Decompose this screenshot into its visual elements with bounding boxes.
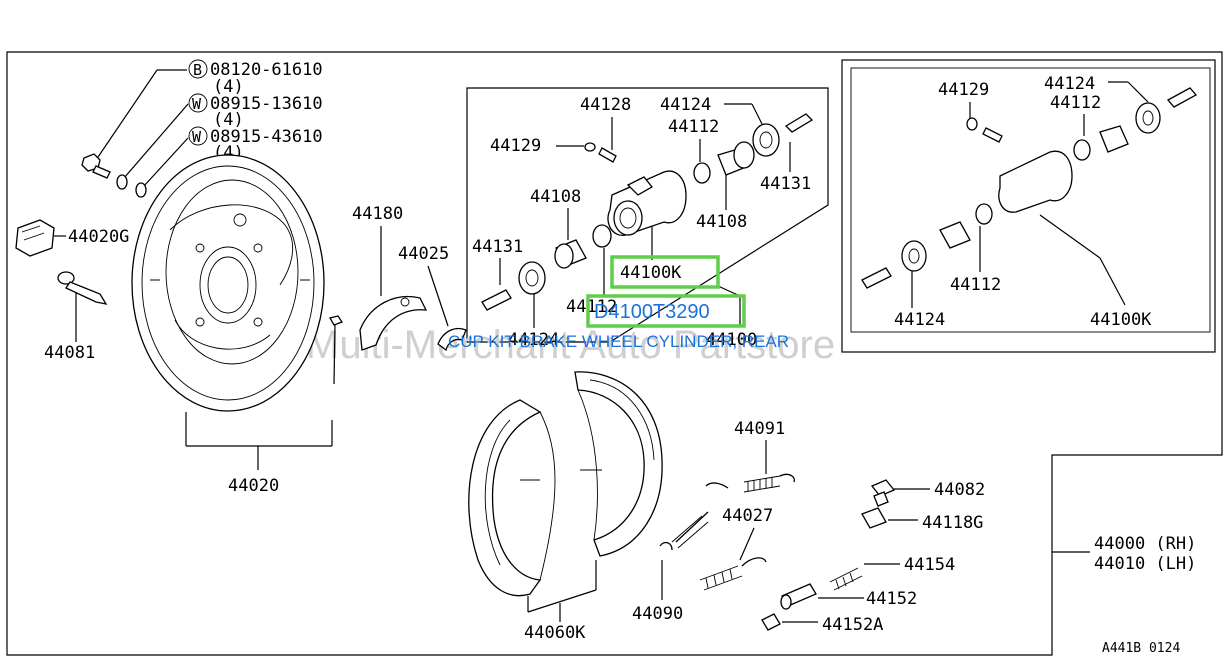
label-d1-44131a: 44131: [760, 174, 811, 194]
label-44000-rh: 44000 (RH): [1094, 534, 1196, 554]
callout-44100k[interactable]: 44100K: [610, 255, 720, 289]
label-d2-44124b: 44124: [894, 310, 945, 330]
part-44152a: 44152A: [761, 613, 883, 635]
watermark: Multi-Merchant Auto Partstore: [306, 323, 835, 367]
label-d1-44124b: 44124: [508, 330, 559, 350]
fastener-symbol-w1-letter: W: [192, 95, 202, 113]
label-44020g: 44020G: [68, 227, 129, 247]
fastener-symbol-w2: [188, 126, 208, 146]
fastener-symbol-w2-letter: W: [192, 128, 202, 146]
fastener-0-number: 08120-61610: [210, 60, 323, 80]
label-44152a: 44152A: [822, 615, 883, 635]
fastener-symbol-w1: [188, 93, 208, 113]
callout-44100k-box: [610, 255, 720, 289]
label-44152: 44152: [866, 589, 917, 609]
fastener-callouts: B 08120-61610 (4) W 08915-13610 (4) W 08…: [81, 59, 323, 198]
label-44060k: 44060K: [524, 623, 586, 643]
label-d1-44108a: 44108: [530, 187, 581, 207]
label-d2-44112b: 44112: [950, 275, 1001, 295]
part-44081: 44081: [44, 271, 108, 363]
highlight-part-number[interactable]: D4100T3290: [586, 294, 746, 328]
fastener-2-number: 08915-43610: [210, 127, 323, 147]
part-44118g: 44118G: [861, 507, 983, 533]
inset-wheel-cylinder-2: 44129 44124 44112 44112 44124 44100K: [861, 74, 1198, 330]
label-44154: 44154: [904, 555, 955, 575]
label-44010-lh: 44010 (LH): [1094, 554, 1196, 574]
label-d2-44124a: 44124: [1044, 74, 1095, 94]
inset-box-right-inner: [850, 67, 1211, 333]
fastener-1-number: 08915-13610: [210, 94, 323, 114]
label-d1-44124: 44124: [660, 95, 711, 115]
label-d2-44129: 44129: [938, 80, 989, 100]
label-d2-44112a: 44112: [1050, 93, 1101, 113]
label-44027: 44027: [722, 506, 773, 526]
label-44020: 44020: [228, 476, 279, 496]
fastener-0-qty: (4): [213, 77, 244, 97]
label-d1-44131b: 44131: [472, 237, 523, 257]
part-44091-spring: 44091: [705, 419, 795, 493]
part-44154: 44154: [829, 555, 955, 591]
inset-wheel-cylinder-1: 44128 44124 44112 44129 44108 44131 4410…: [472, 95, 814, 350]
part-44020g: 44020G: [15, 219, 129, 257]
label-44081: 44081: [44, 343, 95, 363]
callout-44100k-label: 44100K: [620, 263, 682, 283]
label-d1-44112a: 44112: [668, 117, 719, 137]
part-44082: 44082: [870, 479, 985, 507]
fastener-symbol-b-letter: B: [193, 61, 202, 79]
label-d1-44108b: 44108: [696, 212, 747, 232]
inset-box-right: [841, 59, 1216, 353]
label-44118g: 44118G: [922, 513, 983, 533]
part-44090-spring: 44090: [632, 541, 683, 624]
label-44090: 44090: [632, 604, 683, 624]
label-44091: 44091: [734, 419, 785, 439]
label-d1-44128: 44128: [580, 95, 631, 115]
label-44082: 44082: [934, 480, 985, 500]
label-d1-44100: 44100: [706, 330, 757, 350]
part-44020-backing-plate: 44020: [131, 154, 343, 496]
part-44060k-brake-shoes: 44060K: [468, 371, 663, 643]
fastener-1-qty: (4): [213, 110, 244, 130]
diagram-code: A441B 0124: [1102, 641, 1180, 656]
part-44152: 44152: [780, 583, 917, 610]
highlight-part-number-box: [586, 294, 746, 328]
label-d1-44112b: 44112: [566, 297, 617, 317]
assembly-callout: 44000 (RH) 44010 (LH): [1052, 534, 1196, 574]
part-44180: 44180: [352, 204, 428, 351]
fastener-symbol-b: [188, 59, 208, 79]
label-d1-44129: 44129: [490, 136, 541, 156]
part-44027-spring: 44027: [671, 506, 773, 591]
label-44025: 44025: [398, 244, 449, 264]
label-d2-44100k: 44100K: [1090, 310, 1152, 330]
outer-frame: [6, 51, 1223, 656]
part-44025: 44025: [398, 244, 467, 352]
label-44180: 44180: [352, 204, 403, 224]
highlight-part-number-text: D4100T3290: [594, 301, 710, 323]
highlight-part-description: CUP KIT-BRAKE WHEEL CYLINDER, REAR: [448, 332, 789, 351]
